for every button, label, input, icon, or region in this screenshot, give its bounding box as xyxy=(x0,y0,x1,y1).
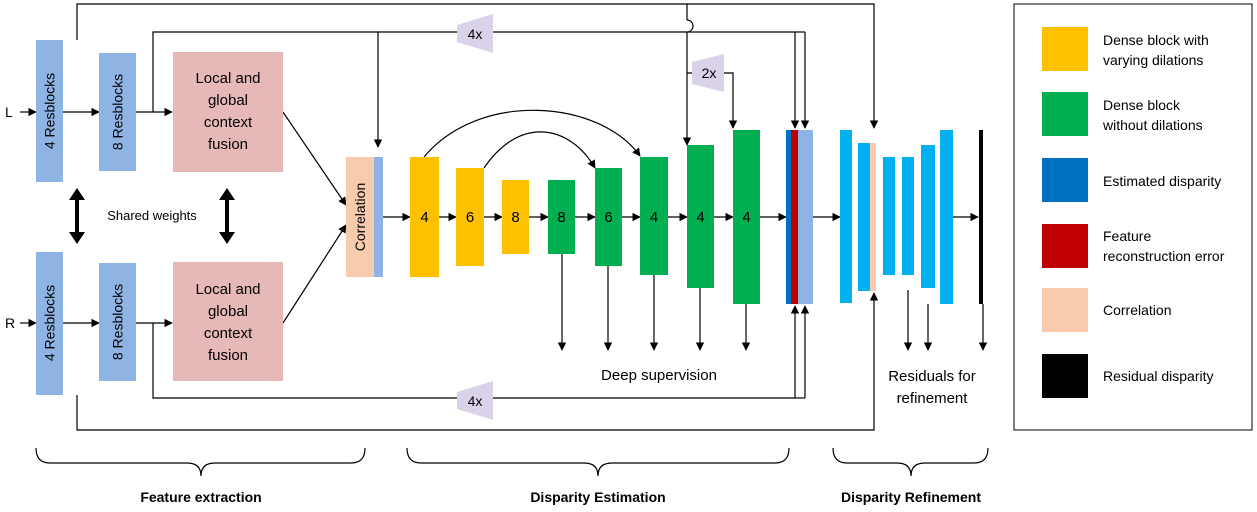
est-block-6-label: 4 xyxy=(650,209,658,226)
est-block-2-label: 6 xyxy=(466,209,474,226)
legend-residual-line1: Residual disparity xyxy=(1103,368,1214,384)
refine-block-1 xyxy=(840,130,852,303)
upsample-top-4x xyxy=(457,14,493,53)
legend: Dense block with varying dilations Dense… xyxy=(1013,3,1253,431)
brace-disparity-refinement xyxy=(832,447,989,477)
section-braces: Feature extraction Disparity Estimation … xyxy=(35,447,989,505)
correlation-feature-strip xyxy=(374,157,383,277)
legend-swatch-dense xyxy=(1042,92,1088,136)
correlation-label: Correlation xyxy=(352,183,368,251)
legend-swatch-residual xyxy=(1042,354,1088,398)
resblocks8-left-label: 8 Resblocks xyxy=(110,74,126,150)
est-block-8 xyxy=(733,130,760,304)
resblocks8-right-label: 8 Resblocks xyxy=(110,284,126,360)
est-block-6 xyxy=(640,157,668,275)
fusion-left-line2: global xyxy=(208,92,248,109)
refine-block-6 xyxy=(940,130,953,304)
est-block-7-label: 4 xyxy=(696,209,704,226)
upsample-mid-2x-label: 2x xyxy=(702,65,717,81)
resblocks4-left-label: 4 Resblocks xyxy=(42,73,58,149)
residuals-line1: Residuals for xyxy=(888,368,976,385)
est-block-2 xyxy=(456,168,484,266)
legend-swatch-dilated xyxy=(1042,27,1088,71)
resblocks4-left xyxy=(36,40,63,182)
refine-block-4 xyxy=(902,157,914,275)
residual-disparity-bar xyxy=(979,130,983,304)
resblocks8-left xyxy=(99,53,136,171)
upsample-bottom-4x-label: 4x xyxy=(468,393,483,409)
upsample-bottom-4x xyxy=(457,381,493,420)
concat-reconstruction-error xyxy=(791,130,798,304)
legend-correlation-line1: Correlation xyxy=(1103,302,1171,318)
shared-weights-label: Shared weights xyxy=(107,208,197,223)
input-left-label: L xyxy=(5,104,13,120)
input-right-label: R xyxy=(5,315,15,331)
legend-dense-line2: without dilations xyxy=(1102,117,1203,133)
residuals-line2: refinement xyxy=(897,390,969,407)
correlation-block xyxy=(346,157,374,277)
est-block-8-label: 4 xyxy=(742,209,750,226)
legend-swatch-recon xyxy=(1042,224,1088,268)
fusion-left xyxy=(173,52,283,172)
legend-dilated-line1: Dense block with xyxy=(1103,32,1209,48)
fusion-right-line1: Local and xyxy=(195,281,260,298)
refine-block-2 xyxy=(858,143,870,291)
legend-dilated-line2: varying dilations xyxy=(1103,52,1203,68)
disparity-refinement: Residuals for refinement xyxy=(786,130,983,407)
fusion-right xyxy=(173,262,283,381)
fusion-left-line1: Local and xyxy=(195,70,260,87)
refine-concat-correlation xyxy=(870,143,876,291)
disparity-estimation: 4 6 8 8 6 4 4 4 4x 2x 4x Deep supervisio… xyxy=(410,14,760,420)
legend-swatch-estimated xyxy=(1042,158,1088,202)
feature-extraction: 4 Resblocks 8 Resblocks Local and global… xyxy=(5,40,383,395)
fusion-right-line4: fusion xyxy=(208,347,248,364)
legend-dense-line1: Dense block xyxy=(1103,97,1181,113)
est-block-5-label: 6 xyxy=(604,209,612,226)
section-disparity-estimation-label: Disparity Estimation xyxy=(530,489,665,505)
deep-supervision-label: Deep supervision xyxy=(601,367,717,384)
concat-estimated-disparity xyxy=(786,130,791,304)
est-block-1 xyxy=(410,157,439,277)
brace-disparity-estimation xyxy=(406,447,790,477)
upsample-top-4x-label: 4x xyxy=(468,26,483,42)
refine-block-3 xyxy=(883,157,895,275)
est-block-1-label: 4 xyxy=(420,209,428,226)
concat-features xyxy=(798,130,813,304)
est-block-5 xyxy=(595,168,622,266)
est-block-4 xyxy=(548,180,575,254)
fusion-left-line3: context xyxy=(204,114,253,131)
est-block-4-label: 8 xyxy=(557,209,565,226)
resblocks8-right xyxy=(99,263,136,381)
brace-feature-extraction xyxy=(35,447,366,477)
fusion-right-line3: context xyxy=(204,325,253,342)
est-block-3-label: 8 xyxy=(511,209,519,226)
legend-swatch-correlation xyxy=(1042,288,1088,332)
resblocks4-right xyxy=(36,252,63,395)
fusion-left-line4: fusion xyxy=(208,136,248,153)
resblocks4-right-label: 4 Resblocks xyxy=(42,285,58,361)
section-disparity-refinement-label: Disparity Refinement xyxy=(841,489,981,505)
upsample-mid-2x xyxy=(692,54,724,92)
shared-weights-arrow-right xyxy=(219,188,235,244)
shared-weights-arrow-left xyxy=(69,188,85,244)
est-block-3 xyxy=(502,180,529,254)
fusion-right-line2: global xyxy=(208,303,248,320)
refine-block-5 xyxy=(921,145,935,288)
section-feature-extraction-label: Feature extraction xyxy=(140,489,261,505)
est-block-7 xyxy=(687,145,714,288)
legend-recon-line1: Feature xyxy=(1103,228,1151,244)
legend-estimated-line1: Estimated disparity xyxy=(1103,173,1221,189)
legend-recon-line2: reconstruction error xyxy=(1103,248,1225,264)
